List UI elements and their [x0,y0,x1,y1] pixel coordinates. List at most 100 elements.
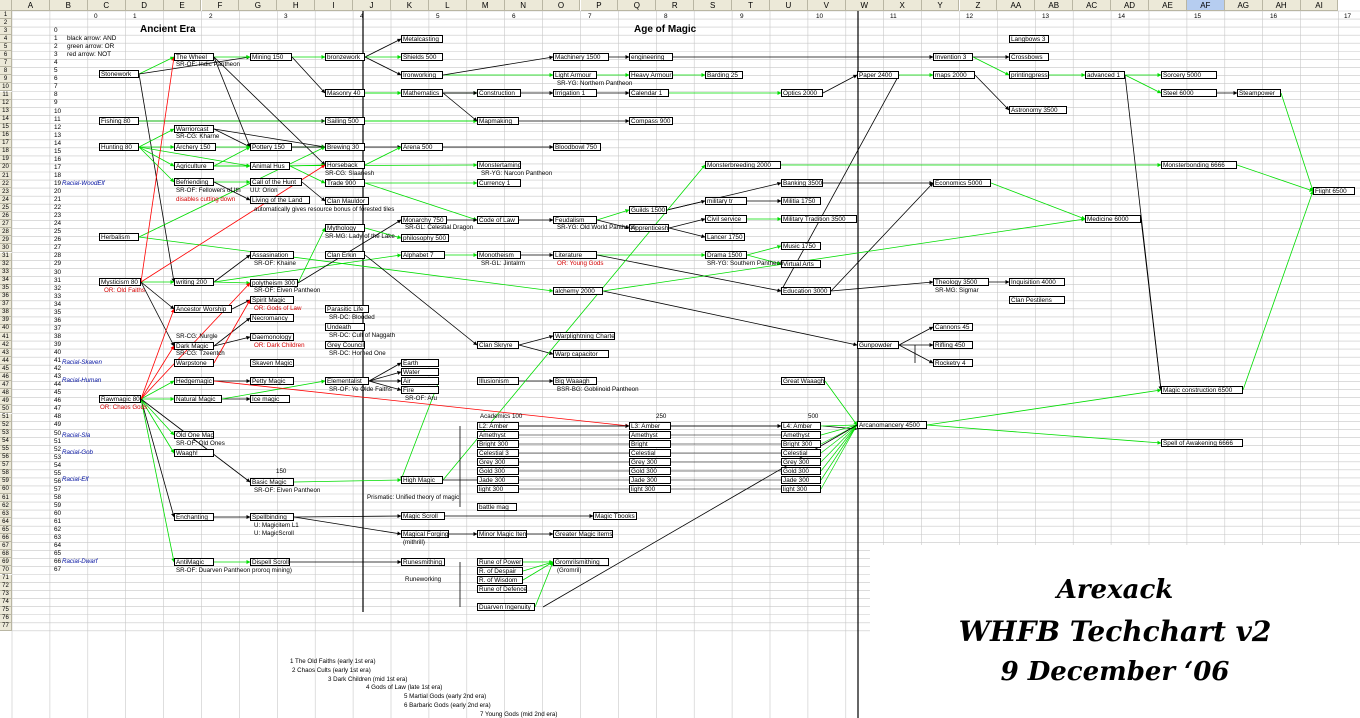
tech-sailing[interactable]: Sailing 500 [325,117,365,125]
tech-codeoflaw[interactable]: Code of Law [477,216,519,224]
column-header-s[interactable]: S [694,0,733,11]
tech-alchemy[interactable]: alchemy 2000 [553,287,603,295]
lore-l2-item[interactable]: light 300 [477,485,519,493]
row-header[interactable]: 11 [0,91,12,100]
column-header-q[interactable]: Q [618,0,657,11]
column-header-ag[interactable]: AG [1224,0,1263,11]
row-header[interactable]: 61 [0,494,12,503]
row-header[interactable]: 6 [0,51,12,60]
tech-irrigation[interactable]: Irrigation 1 [553,89,597,97]
tech-magicconstruction[interactable]: Magic construction 6500 [1161,386,1243,394]
tech-hedgemagic[interactable]: Hedgemagic [174,377,214,385]
column-header-c[interactable]: C [87,0,126,11]
row-header[interactable]: 10 [0,83,12,92]
column-header-k[interactable]: K [391,0,429,11]
tech-machinery[interactable]: Machinery 1500 [553,53,609,61]
tech-antimagic[interactable]: AntiMagic [174,558,214,566]
row-header[interactable]: 75 [0,606,12,615]
tech-dispell[interactable]: Dispell Scroll [250,558,290,566]
lore-l4-item[interactable]: Grey 300 [781,458,821,466]
column-header-b[interactable]: B [49,0,88,11]
tech-necromancy[interactable]: Necromancy [250,314,294,322]
tech-illusionism[interactable]: Illusionism [477,377,519,385]
row-header[interactable]: 42 [0,341,12,350]
tech-spiritmagic[interactable]: Spirit Magic [250,296,294,304]
column-header-v[interactable]: V [807,0,846,11]
tech-optics[interactable]: Optics 2000 [781,89,823,97]
lore-l3-item[interactable]: light 300 [629,485,671,493]
tech-oldones[interactable]: Old One Magic [174,431,214,439]
tech-mining[interactable]: Mining 150 [250,53,292,61]
tech-langbows[interactable]: Langbows 3 [1009,35,1049,43]
row-header[interactable]: 32 [0,260,12,269]
tech-greatwaaagh[interactable]: Great Waaagh! [781,377,825,385]
tech-duarven[interactable]: Duarven Ingenuity [477,603,535,611]
row-header[interactable]: 41 [0,333,12,342]
tech-runeofpower[interactable]: Rune of Power [477,558,523,566]
tech-virtualarts[interactable]: Virtual Arts [781,260,821,268]
tech-highmagic[interactable]: High Magic [401,476,443,484]
tech-minormagic[interactable]: Minor Magic Items [477,530,527,538]
row-header[interactable]: 52 [0,421,12,430]
tech-spellbinding[interactable]: Spellbinding [250,513,294,521]
tech-horseback[interactable]: Horseback [325,161,365,169]
tech-militarytradition[interactable]: Military Tradition 3500 [781,215,857,223]
row-header[interactable]: 1 [0,11,12,20]
tech-monsterbreed[interactable]: Monsterbreeding 2000 [705,161,781,169]
tech-earth[interactable]: Earth [401,359,439,367]
row-header[interactable]: 21 [0,172,12,181]
column-header-ab[interactable]: AB [1035,0,1074,11]
column-header-aa[interactable]: AA [997,0,1036,11]
row-header[interactable]: 5 [0,43,12,52]
tech-air[interactable]: Air [401,377,439,385]
select-all-corner[interactable] [0,0,12,11]
row-header[interactable]: 25 [0,204,12,213]
tech-monsterterm[interactable]: Monstertaming [477,161,521,169]
column-header-w[interactable]: W [845,0,884,11]
row-header[interactable]: 20 [0,163,12,172]
tech-lightarmour[interactable]: Light Armour [553,71,597,79]
row-header[interactable]: 16 [0,131,12,140]
tech-pettymagic[interactable]: Petty Magic [250,377,294,385]
lore-battle-magic[interactable]: battle mag [477,503,517,511]
tech-icemagic[interactable]: Ice magic [250,395,290,403]
row-header[interactable]: 50 [0,405,12,414]
tech-rawmagic[interactable]: Rawmagic 80 [99,395,141,403]
column-header-f[interactable]: F [201,0,240,11]
tech-feudalism[interactable]: Feudalism [553,216,597,224]
tech-befriending[interactable]: Befriending [174,178,214,186]
tech-warriorcast[interactable]: Warriorcast [174,125,214,133]
tech-sorcery[interactable]: Sorcery 5000 [1161,71,1217,79]
tech-parasitic[interactable]: Parasitic Life [325,305,369,313]
column-header-z[interactable]: Z [959,0,998,11]
tech-mapmaking[interactable]: Mapmaking [477,117,519,125]
tech-steampower[interactable]: Steampower [1237,89,1281,97]
lore-l3-item[interactable]: Bright [629,440,671,448]
lore-l4-item[interactable]: Gold 300 [781,467,821,475]
lore-l4-item[interactable]: Jade 300 [781,476,821,484]
row-header[interactable]: 29 [0,236,12,245]
tech-ironworking[interactable]: Ironworking [401,71,443,79]
tech-clanmauldor[interactable]: Clan Mauldor [325,197,369,205]
row-header[interactable]: 59 [0,477,12,486]
column-header-y[interactable]: Y [921,0,960,11]
row-header[interactable]: 37 [0,300,12,309]
tech-civilservice[interactable]: Civil service [705,215,747,223]
row-header[interactable]: 12 [0,99,12,108]
tech-militia[interactable]: Militia 1750 [781,197,821,205]
tech-gromrilsmith[interactable]: Gromrilsmithing [553,558,609,566]
tech-herbalism[interactable]: Herbalism [99,233,139,241]
row-header[interactable]: 8 [0,67,12,76]
column-header-ah[interactable]: AH [1262,0,1301,11]
lore-l2-item[interactable]: Grey 300 [477,458,519,466]
tech-medicine[interactable]: Medicine 6000 [1085,215,1141,223]
tech-basicmagic[interactable]: Basic Magic [250,478,294,486]
tech-arena[interactable]: Arena 500 [401,143,443,151]
row-header[interactable]: 15 [0,123,12,132]
column-header-ad[interactable]: AD [1111,0,1149,11]
tech-trade[interactable]: Trade 900 [325,179,365,187]
tech-greatermagic[interactable]: Greater Magic items [553,530,613,538]
lore-l2-item[interactable]: Celestial 3 [477,449,519,457]
tech-bronzework[interactable]: bronzework [325,53,365,61]
column-header-h[interactable]: H [277,0,316,11]
